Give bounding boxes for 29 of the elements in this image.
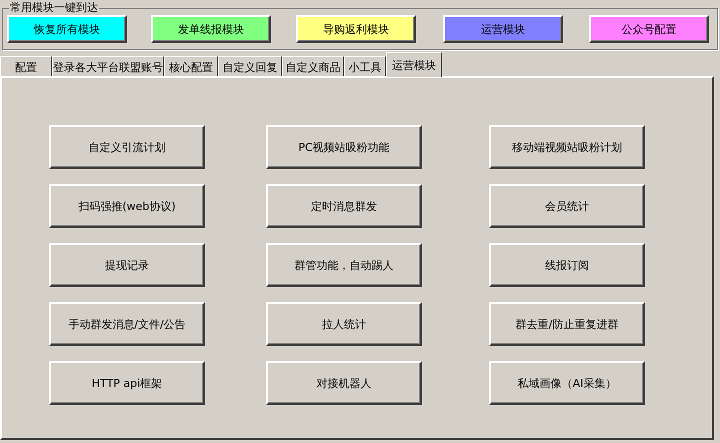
function-button: 定时消息群发	[266, 184, 422, 228]
function-button: 群管功能，自动踢人	[266, 243, 422, 287]
tab-panel	[0, 76, 714, 440]
function-button: 扫码强推(web协议)	[49, 184, 205, 228]
tab: 登录各大平台联盟账号	[52, 56, 164, 77]
module-button: 运营模块	[443, 15, 563, 43]
tab: 自定义商品	[282, 56, 344, 77]
function-button: 群去重/防止重复进群	[489, 302, 645, 346]
function-button: 私域画像（AI采集）	[489, 361, 645, 405]
function-button: 拉人统计	[266, 302, 422, 346]
module-button: 导购返利模块	[296, 15, 416, 43]
function-button: 自定义引流计划	[49, 125, 205, 169]
function-button: PC视频站吸粉功能	[266, 125, 422, 169]
function-button: 移动端视频站吸粉计划	[489, 125, 645, 169]
module-button: 发单线报模块	[151, 15, 271, 43]
tab: 自定义回复	[218, 56, 282, 77]
module-button: 恢复所有模块	[7, 15, 127, 43]
group-title: 常用模块一键到达	[9, 1, 99, 15]
function-button: 手动群发消息/文件/公告	[49, 302, 205, 346]
function-button: 线报订阅	[489, 243, 645, 287]
module-button: 公众号配置	[589, 15, 709, 43]
tab: 配置	[0, 56, 52, 77]
function-button: HTTP api框架	[49, 361, 205, 405]
function-button: 会员统计	[489, 184, 645, 228]
function-button: 对接机器人	[266, 361, 422, 405]
tab: 核心配置	[164, 56, 218, 77]
selected-tab: 运营模块	[386, 52, 442, 77]
function-button: 提现记录	[49, 243, 205, 287]
tab: 小工具	[344, 56, 386, 77]
